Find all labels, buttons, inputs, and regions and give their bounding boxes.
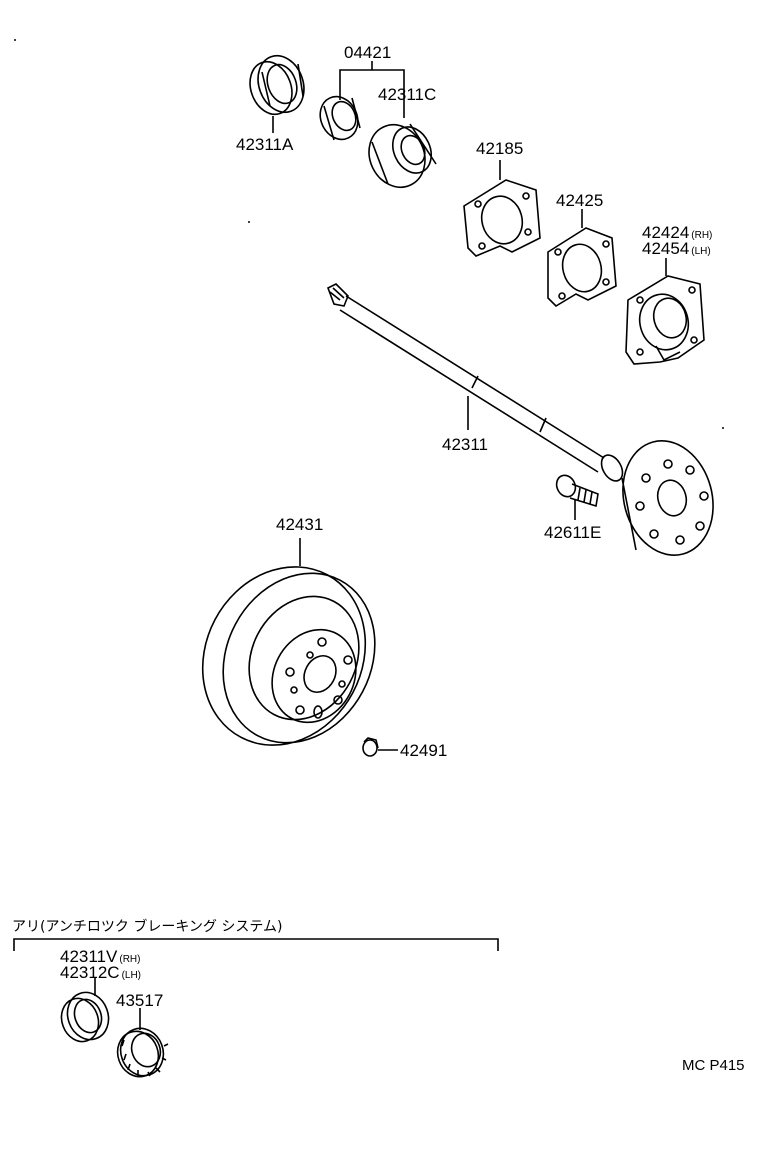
bearing-ring-small — [313, 90, 364, 145]
gasket-42185 — [464, 180, 540, 256]
oil-seal-42311a — [243, 49, 312, 120]
label-42312c-number: 42312C — [60, 963, 120, 982]
brake-disc-42431 — [172, 538, 404, 774]
diagram-code: MC P415 — [682, 1057, 745, 1074]
label-42454-number: 42454 — [642, 239, 690, 258]
label-42312c-side: (LH) — [121, 970, 142, 981]
label-42425: 42425 — [556, 191, 604, 210]
label-42185: 42185 — [476, 139, 524, 158]
label-42611e: 42611E — [544, 523, 602, 542]
label-43517: 43517 — [116, 991, 164, 1010]
label-42312c: 42312C(LH) — [60, 964, 141, 981]
label-42311v: 42311V(RH) — [60, 948, 140, 965]
label-42424-number: 42424 — [642, 223, 690, 242]
gasket-42425 — [548, 228, 616, 306]
hub-bolt-42611e — [553, 472, 598, 506]
abs-ring-42311v — [56, 987, 115, 1047]
plug-42491 — [363, 738, 378, 756]
label-42311v-number: 42311V — [60, 947, 118, 966]
label-42424-side: (RH) — [691, 230, 713, 241]
label-42311: 42311 — [442, 435, 489, 454]
stray-dots — [14, 40, 724, 428]
label-42311c: 42311C — [378, 85, 437, 104]
label-04421: 04421 — [344, 43, 392, 62]
label-42454-side: (LH) — [691, 246, 711, 257]
abs-rotor-43517 — [111, 1022, 170, 1082]
bearing-42311c — [359, 116, 438, 197]
label-42424: 42424(RH) — [642, 224, 712, 241]
abs-bracket — [14, 939, 498, 951]
axle-shaft-42311 — [328, 284, 726, 565]
label-42311v-side: (RH) — [119, 954, 141, 965]
label-42311a: 42311A — [236, 135, 294, 154]
label-42431: 42431 — [276, 515, 324, 534]
bearing-retainer-42424 — [626, 276, 704, 364]
label-42491: 42491 — [400, 741, 448, 760]
label-42454: 42454(LH) — [642, 240, 711, 257]
abs-group-title: アリ(アンチロツク ブレーキング システム) — [12, 919, 283, 935]
